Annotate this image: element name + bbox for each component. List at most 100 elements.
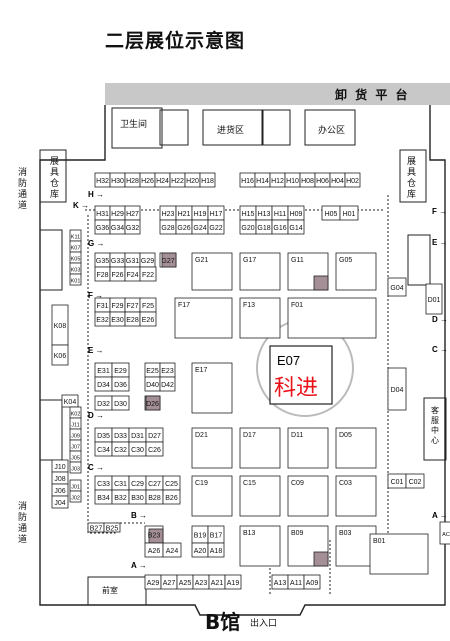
booth-label: D33 bbox=[114, 433, 127, 440]
aisle-marker: H → bbox=[88, 190, 104, 199]
booth-label: J09 bbox=[71, 434, 80, 440]
booth-label: H24 bbox=[156, 178, 169, 185]
booth-label: G17 bbox=[243, 257, 256, 264]
booth-label: H05 bbox=[325, 211, 338, 218]
aisle-dashed-left bbox=[87, 215, 145, 534]
booth-label: A18 bbox=[210, 548, 223, 555]
booth-label: B01 bbox=[373, 538, 386, 545]
booth-label: C26 bbox=[148, 447, 161, 454]
booth-label: H30 bbox=[111, 178, 124, 185]
booth-label: H31 bbox=[96, 211, 109, 218]
booth-c26 bbox=[145, 441, 164, 457]
booth-label: F31 bbox=[96, 303, 108, 310]
aisle-marker: F → bbox=[432, 207, 447, 216]
booth-label: E32 bbox=[96, 317, 109, 324]
booth-label: G36 bbox=[96, 225, 109, 232]
booth-a19 bbox=[224, 574, 242, 590]
booth-label: H13 bbox=[258, 211, 271, 218]
highlight-name: 科进 bbox=[274, 376, 319, 401]
booth-label: A25 bbox=[179, 580, 192, 587]
booth-label: H17 bbox=[210, 211, 223, 218]
booth-occupied-mark bbox=[313, 551, 329, 567]
booth-label: A29 bbox=[147, 580, 160, 587]
booth-label: A21 bbox=[211, 580, 224, 587]
booth-label: A23 bbox=[195, 580, 208, 587]
booth-d21 bbox=[191, 427, 233, 469]
booth-label: D31 bbox=[131, 433, 144, 440]
booth-d01 bbox=[425, 283, 443, 315]
booth-label: F01 bbox=[291, 302, 303, 309]
booth-d04 bbox=[387, 367, 407, 411]
storage-left-box bbox=[39, 149, 67, 203]
booth-label: H04 bbox=[331, 178, 344, 185]
booth-label: B28 bbox=[148, 495, 161, 502]
platform-bar bbox=[105, 83, 450, 105]
booth-label: G22 bbox=[209, 225, 222, 232]
booth-g17 bbox=[239, 252, 281, 291]
booth-label: B23 bbox=[148, 533, 161, 540]
booth-label: G26 bbox=[177, 225, 190, 232]
restroom-label: 卫生间 bbox=[120, 120, 148, 130]
office-label: 办公区 bbox=[318, 126, 346, 136]
booth-e26 bbox=[139, 311, 157, 327]
booth-label: AC bbox=[442, 532, 450, 538]
booth-label: C29 bbox=[131, 481, 144, 488]
booth-label: C15 bbox=[243, 480, 256, 487]
booth-label: K08 bbox=[54, 323, 67, 330]
booth-label: J08 bbox=[54, 476, 65, 483]
booth-label: E31 bbox=[97, 368, 110, 375]
booth-k01 bbox=[69, 273, 82, 286]
booth-label: D05 bbox=[339, 432, 352, 439]
booth-label: H21 bbox=[178, 211, 191, 218]
storage-right-box bbox=[399, 149, 427, 203]
booth-label: B19 bbox=[194, 533, 207, 540]
fire-left-top-label: 消防通道 bbox=[18, 168, 28, 211]
stair-left-top bbox=[39, 229, 63, 291]
booth-label: A13 bbox=[274, 580, 287, 587]
booth-label: K11 bbox=[71, 235, 80, 241]
room-lift-a bbox=[159, 109, 189, 146]
booth-label: D34 bbox=[97, 382, 110, 389]
booth-label: G27 bbox=[161, 258, 174, 265]
booth-label: K06 bbox=[54, 353, 67, 360]
booth-label: H14 bbox=[256, 178, 269, 185]
booth-label: C25 bbox=[165, 481, 178, 488]
booth-d11 bbox=[287, 427, 329, 469]
booth-label: G32 bbox=[126, 225, 139, 232]
booth-label: F13 bbox=[243, 302, 255, 309]
room-office bbox=[304, 109, 356, 146]
booth-g04 bbox=[387, 277, 407, 297]
booth-label: A19 bbox=[227, 580, 240, 587]
booth-label: J03 bbox=[71, 467, 80, 473]
booth-label: B27 bbox=[90, 526, 103, 533]
service-label: 客服中心 bbox=[431, 406, 439, 445]
booth-label: E17 bbox=[195, 367, 208, 374]
booth-label: G11 bbox=[291, 257, 304, 264]
booth-g14 bbox=[287, 219, 305, 235]
booth-label: D04 bbox=[391, 387, 404, 394]
highlight-code: E07 bbox=[277, 353, 301, 368]
booth-label: B25 bbox=[106, 526, 119, 533]
booth-label: B03 bbox=[339, 530, 352, 537]
booth-b25 bbox=[103, 522, 121, 533]
booth-ac bbox=[439, 521, 450, 545]
booth-label: E29 bbox=[114, 368, 127, 375]
booth-label: C19 bbox=[195, 480, 208, 487]
booth-k06 bbox=[51, 344, 69, 366]
booth-g32 bbox=[124, 219, 141, 235]
booth-label: F17 bbox=[178, 302, 190, 309]
booth-label: K04 bbox=[64, 399, 77, 406]
booth-label: F25 bbox=[142, 303, 154, 310]
highlight-booth-box bbox=[269, 345, 333, 405]
booth-label: K05 bbox=[71, 257, 81, 263]
aisle-marker: D → bbox=[432, 315, 448, 324]
booth-d05 bbox=[335, 427, 377, 469]
booth-label: E23 bbox=[161, 368, 174, 375]
booth-label: D27 bbox=[148, 433, 161, 440]
booth-label: H23 bbox=[162, 211, 175, 218]
booth-label: H11 bbox=[274, 211, 286, 218]
booth-label: G05 bbox=[339, 257, 352, 264]
booth-label: H20 bbox=[186, 178, 199, 185]
booth-label: K01 bbox=[71, 279, 81, 285]
aisle-marker: A → bbox=[131, 561, 147, 570]
